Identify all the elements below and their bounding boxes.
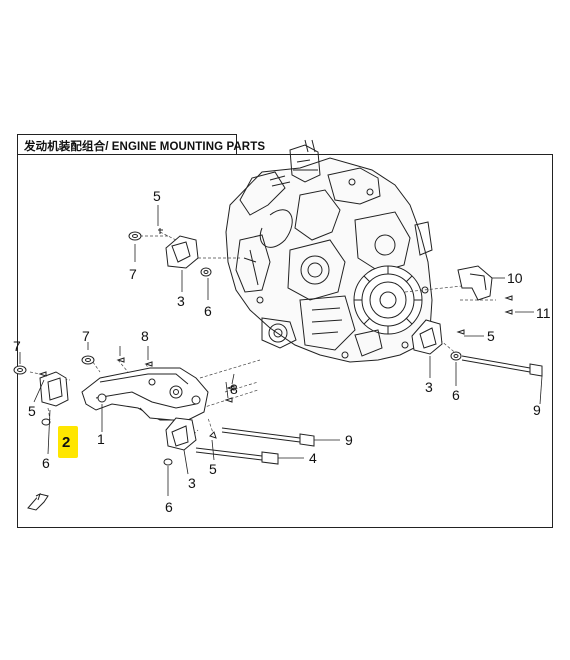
callout-5-right: 5 [487,328,495,344]
callout-1: 1 [97,431,105,447]
callout-4: 4 [309,450,317,466]
callout-8-lower: 8 [230,381,238,397]
engine-mount-bracket [81,367,209,421]
engine-assembly [225,139,433,363]
callout-5-left: 5 [28,403,36,419]
callout-9-lower: 9 [345,432,353,448]
callout-numbers: 5 7 3 6 10 11 5 3 6 9 7 8 7 5 2 6 1 8 9 … [13,188,551,515]
callout-6-left: 6 [42,455,50,471]
front-direction-arrow-icon [27,493,49,511]
fasteners [13,228,543,466]
callout-7-left: 7 [13,338,21,354]
leader-lines [19,205,543,496]
callout-5-top: 5 [153,188,161,204]
callout-2-highlighted: 2 [62,434,70,451]
callout-6-right: 6 [452,387,460,403]
callout-highlight [58,426,78,458]
rubber-mounts [39,235,493,451]
callout-7-top: 7 [129,266,137,282]
callout-6-lower: 6 [165,499,173,515]
callout-6-top: 6 [204,303,212,319]
diagram-frame [17,154,553,528]
callout-7-mid: 7 [82,328,90,344]
callout-3-lower: 3 [188,475,196,491]
callout-11: 11 [536,305,551,321]
diagram-title: 发动机装配组合/ ENGINE MOUNTING PARTS [24,141,266,153]
callout-5-lower: 5 [209,461,217,477]
callout-8-mid: 8 [141,328,149,344]
callout-9-right: 9 [533,402,541,418]
callout-10: 10 [507,270,523,286]
callout-3-right: 3 [425,379,433,395]
diagram-title-tab: 发动机装配组合/ ENGINE MOUNTING PARTS [17,134,265,155]
callout-3-top: 3 [177,293,185,309]
